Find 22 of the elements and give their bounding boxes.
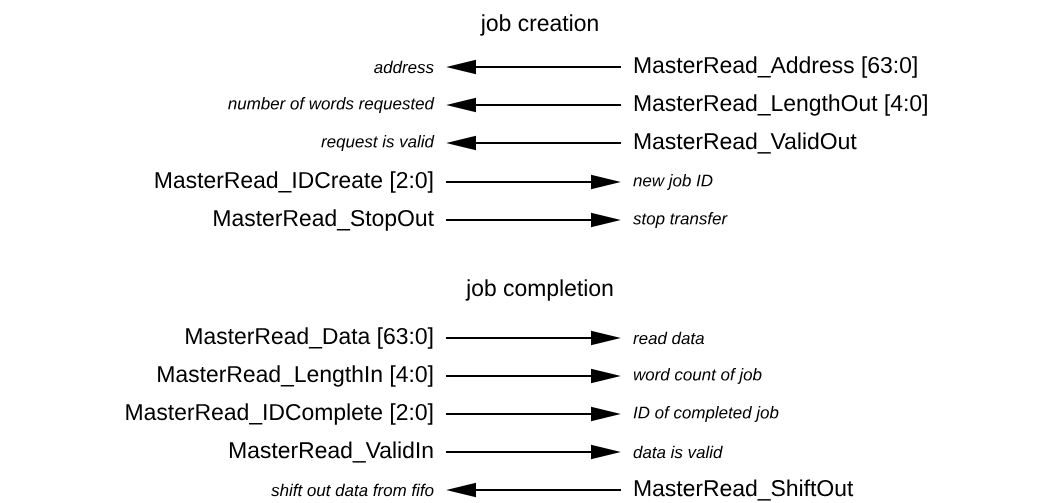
signal-name: MasterRead_Data [63:0] [186,327,433,349]
signal-description: read data [633,331,704,345]
signal-description: stop transfer [633,212,728,228]
signal-name: MasterRead_ShiftOut [634,479,854,501]
section-heading: job completion [465,279,613,301]
signal-name: MasterRead_IDCreate [2:0] [155,171,433,193]
signal-description: address [374,60,434,74]
signal-name: MasterRead_LengthOut [4:0] [634,94,927,116]
signal-description: request is valid [321,135,435,151]
signal-description: ID of completed job [633,406,779,422]
signal-description: word count of job [633,368,762,384]
signal-description: number of words requested [228,97,435,113]
signal-description: data is valid [633,445,723,459]
section-heading: job creation [480,14,598,36]
signal-name: MasterRead_Address [63:0] [634,56,917,78]
signal-name: MasterRead_StopOut [214,209,434,231]
signal-name: MasterRead_ValidIn [229,441,433,463]
signal-description: shift out data from fifo [271,483,434,497]
signal-description: new job ID [633,174,713,190]
signal-name: MasterRead_IDComplete [2:0] [126,403,433,425]
signal-name: MasterRead_LengthIn [4:0] [158,365,433,387]
signal-name: MasterRead_ValidOut [634,132,857,154]
